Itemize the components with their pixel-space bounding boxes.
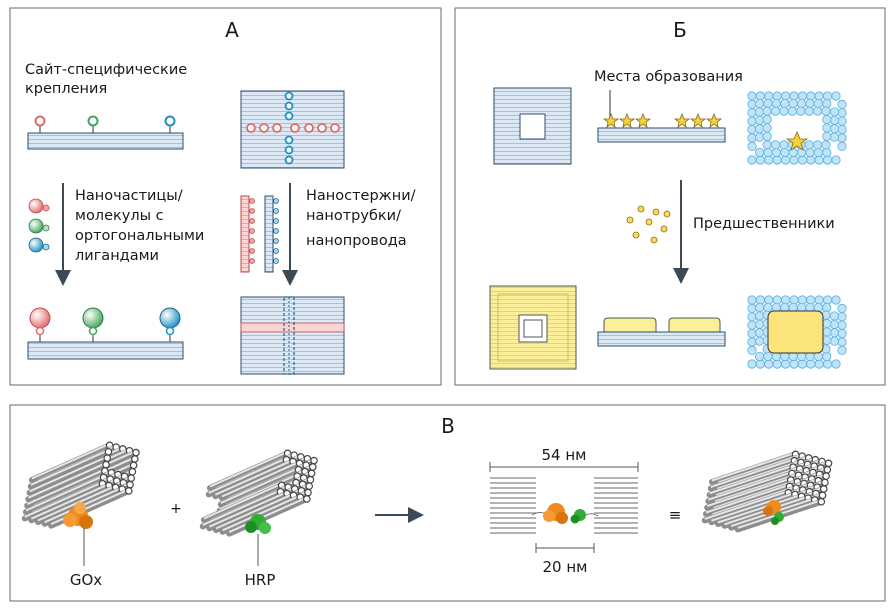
gox-label: GOx — [70, 571, 102, 589]
red-handle-icon — [34, 115, 46, 127]
star-icon — [785, 130, 809, 151]
bead-cage-top — [747, 91, 847, 165]
precursors-label: Предшественники — [693, 216, 835, 232]
star-icon — [673, 112, 691, 128]
origami-frame-filled — [489, 285, 577, 370]
star-icon — [602, 112, 620, 128]
plus-sign: + — [170, 501, 182, 517]
gox-enzyme-side-icon — [543, 503, 568, 524]
origami-square-bottom — [240, 296, 345, 375]
panel-a: А Сайт-специфические крепления — [9, 7, 442, 386]
equals-sign: ≡ — [669, 506, 682, 524]
nanorods-label-line3: нанопровода — [306, 233, 407, 249]
origami-square-top — [240, 90, 345, 169]
nanoparticles-label-line3: ортогональными — [75, 228, 204, 244]
site-specific-label-line2: крепления — [25, 81, 107, 97]
tube-bundle-hrp — [199, 449, 318, 537]
assembled-enzymes-icon — [763, 500, 784, 525]
star-icon — [689, 112, 707, 128]
metal-core — [767, 310, 824, 354]
length-label: 54 нм — [542, 446, 587, 464]
gox-enzyme-icon — [63, 502, 93, 529]
panel-c: В GOx + HRP 54 нм — [9, 404, 886, 602]
panel-b-letter: Б — [673, 18, 687, 42]
panel-c-letter: В — [441, 414, 455, 438]
nanoparticles-label-line1: Наночастицы/ — [75, 188, 183, 204]
nucleation-strip — [597, 112, 726, 143]
panel-a-border — [9, 7, 442, 386]
star-icon — [618, 112, 636, 128]
nanorods-icon — [240, 195, 279, 273]
panel-b: Б Места образования — [454, 7, 886, 386]
side-view: 54 нм 20 нм — [489, 446, 639, 576]
origami-strip-top — [27, 115, 184, 150]
panel-a-letter: А — [225, 18, 239, 42]
tube-bundle-gox — [21, 441, 140, 529]
precursors-icon — [626, 205, 671, 244]
hrp-enzyme-side-icon — [570, 509, 586, 524]
origami-strip-bottom — [27, 307, 184, 360]
nucleation-sites-label: Места образования — [594, 69, 743, 85]
star-icon — [634, 112, 652, 128]
blue-handle-icon — [164, 115, 176, 127]
site-specific-label-line1: Сайт-специфические — [25, 62, 187, 78]
hrp-label: HRP — [245, 571, 276, 589]
gap-label: 20 нм — [543, 558, 588, 576]
green-handle-icon — [87, 115, 99, 127]
origami-frame-top — [493, 87, 572, 165]
metal-strip — [597, 317, 726, 347]
nanoparticles-label-line2: молекулы с — [75, 208, 164, 224]
hrp-enzyme-icon — [245, 514, 271, 534]
nanorods-label-line2: нанотрубки/ — [306, 208, 401, 224]
nanoparticles-label-line4: лигандами — [75, 248, 159, 264]
nanorods-label-line1: Наностержни/ — [306, 188, 416, 204]
star-icon — [705, 112, 723, 128]
nanoparticles-icon — [28, 198, 50, 253]
